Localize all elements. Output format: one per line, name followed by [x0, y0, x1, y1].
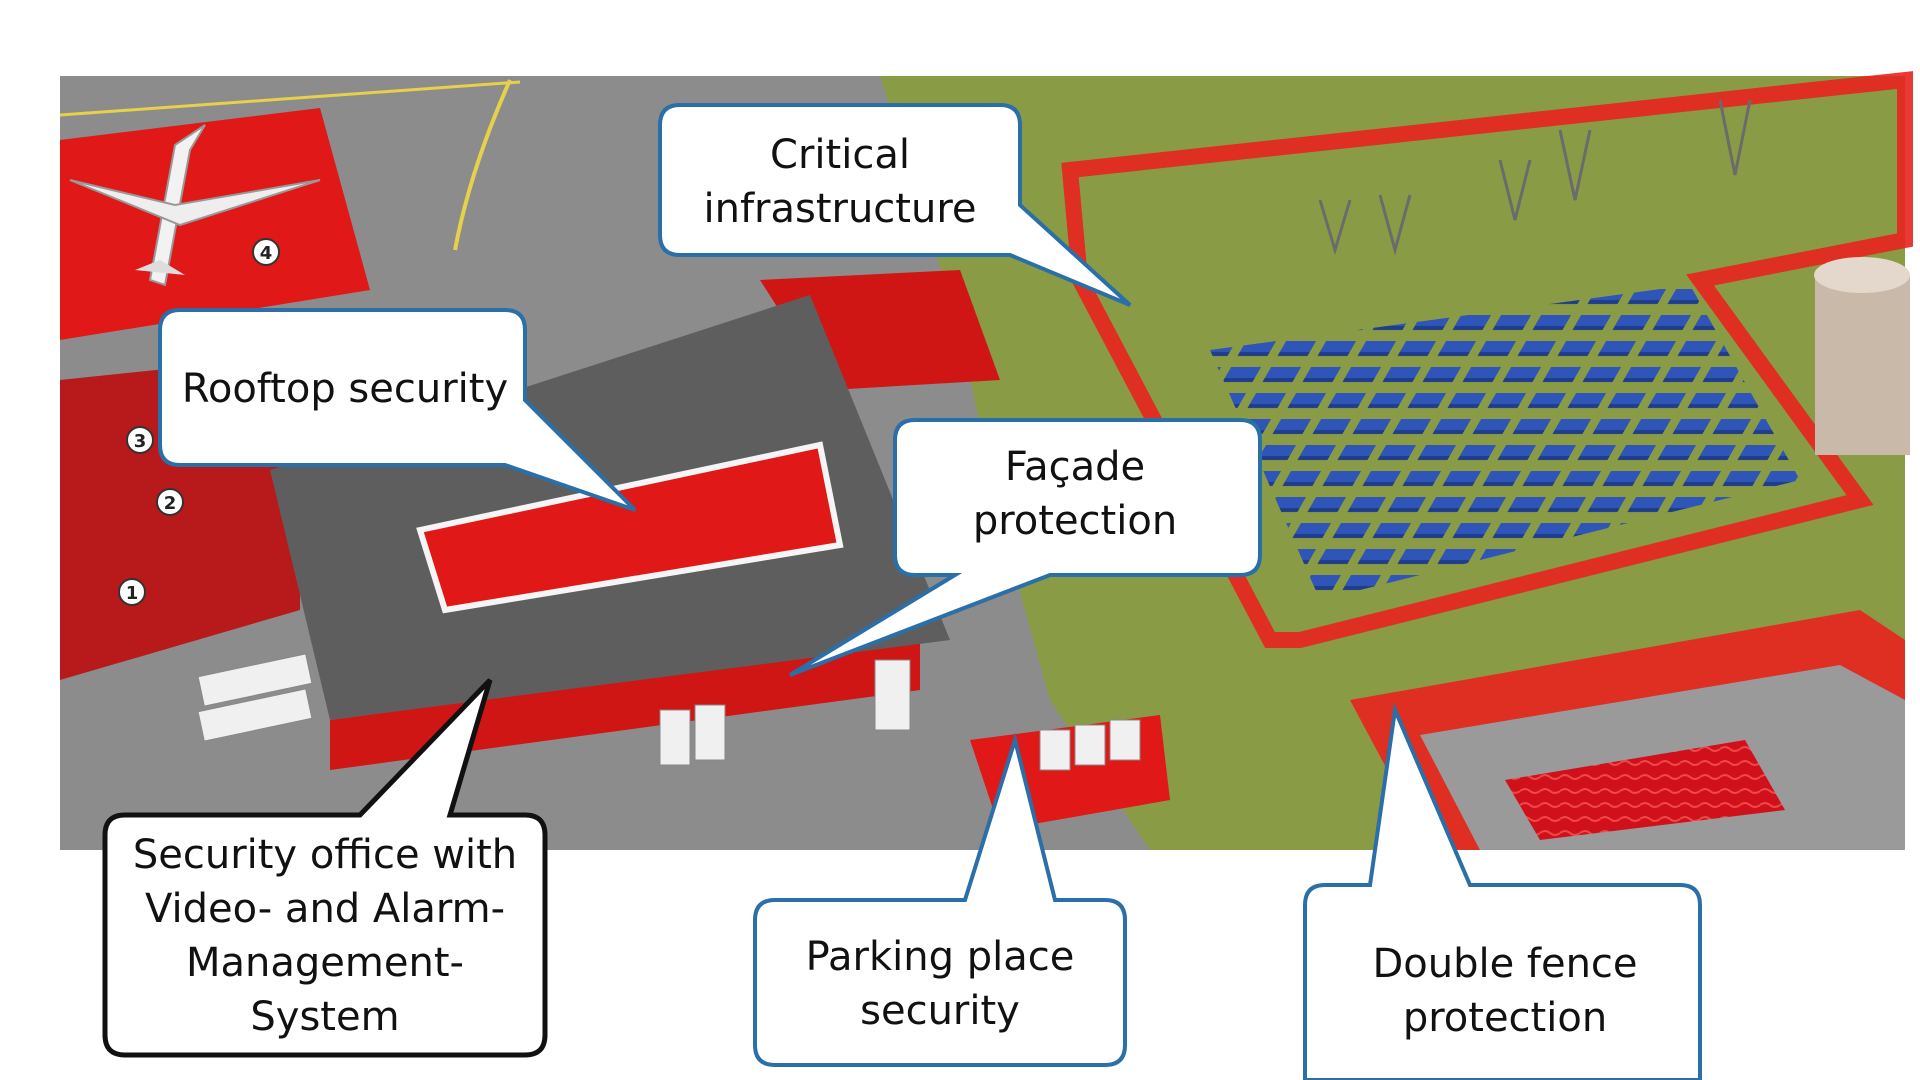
- double-fence-site: [1350, 610, 1905, 850]
- zone-marker-3-label: 3: [134, 431, 147, 452]
- callout-security-office: [102, 678, 548, 1058]
- callout-security-office-text: Security office with Video- and Alarm-Ma…: [132, 832, 518, 1040]
- callout-rooftop-security-text: Rooftop security: [181, 366, 509, 412]
- building-facade: [330, 640, 920, 770]
- red-basin: [1505, 740, 1785, 840]
- zone-marker-1: [118, 578, 146, 606]
- callout-rooftop-security: [158, 308, 637, 512]
- trucks: [197, 653, 1141, 771]
- rooftop-zone: [416, 441, 844, 614]
- zone-markers: 4 3 2 1: [118, 238, 280, 606]
- callout-double-fence-text: Double fence protection: [1372, 941, 1638, 1041]
- storage-tanks: [1814, 257, 1910, 455]
- substation: [1318, 99, 1752, 256]
- zone-marker-1-label: 1: [126, 583, 139, 604]
- aircraft: [69, 124, 321, 287]
- zone-marker-2-label: 2: [164, 493, 177, 514]
- callout-critical-infrastructure: [658, 103, 1132, 307]
- warehouse-building: [270, 295, 950, 770]
- callout-critical-infrastructure-text: Critical infrastructure: [703, 132, 977, 232]
- apron-zone: [60, 108, 370, 340]
- callout-facade-protection: [788, 418, 1262, 677]
- solar-field: [1210, 285, 1800, 600]
- zone-marker-4-label: 4: [260, 243, 273, 264]
- zone-marker-4: [252, 238, 280, 266]
- taxiway-line: [453, 79, 512, 251]
- critical-infrastructure-site: [1061, 71, 1913, 648]
- callout-parking-place-text: Parking place security: [805, 934, 1075, 1034]
- zone-marker-3: [126, 426, 154, 454]
- callout-double-fence: [1303, 702, 1702, 1080]
- callout-facade-protection-text: Façade protection: [972, 444, 1178, 544]
- taxiway-line: [59, 80, 521, 117]
- callout-parking-place: [753, 732, 1127, 1067]
- zone-marker-2: [156, 488, 184, 516]
- fence-enclosure: [1061, 71, 1913, 648]
